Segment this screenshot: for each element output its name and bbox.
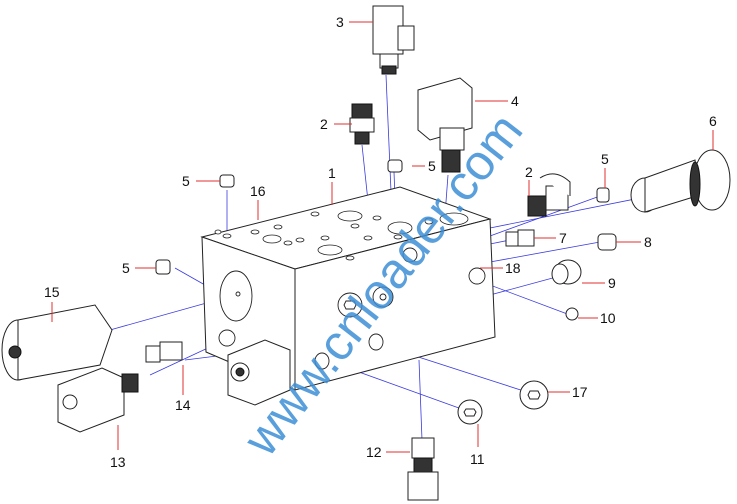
plugs-5 <box>155 159 610 275</box>
plug-17 <box>519 380 549 410</box>
callout-14: 14 <box>175 397 191 413</box>
callout-3: 3 <box>336 14 344 30</box>
callout-16: 16 <box>250 183 266 199</box>
callout-8: 8 <box>644 234 652 250</box>
fitting-7 <box>505 229 535 247</box>
fitting-14 <box>145 341 183 363</box>
leader-lines <box>51 21 714 453</box>
plug-10 <box>565 307 579 321</box>
callout-11: 11 <box>470 451 485 467</box>
callouts: 3 2 4 6 5 2 5 5 1 16 7 8 18 5 9 15 10 14… <box>44 14 717 470</box>
callout-5: 5 <box>428 158 436 174</box>
callout-10: 10 <box>600 310 616 326</box>
callout-2: 2 <box>320 116 328 132</box>
callout-13: 13 <box>110 454 126 470</box>
cartridge-valve-12 <box>407 437 439 501</box>
callout-5: 5 <box>601 151 609 167</box>
solenoid-valve-13 <box>57 367 139 433</box>
valve-15 <box>1 304 113 381</box>
callout-1: 1 <box>328 165 336 181</box>
plug-11 <box>457 399 483 425</box>
plug-9 <box>551 259 582 285</box>
callout-15: 15 <box>44 284 60 300</box>
callout-9: 9 <box>608 275 616 291</box>
callout-18: 18 <box>505 260 521 276</box>
cartridge-valve-2-top <box>349 103 375 145</box>
callout-7: 7 <box>559 230 567 246</box>
solenoid-valve-3 <box>372 5 415 75</box>
callout-6: 6 <box>709 113 717 129</box>
callout-12: 12 <box>366 444 382 460</box>
callout-17: 17 <box>572 384 588 400</box>
callout-4: 4 <box>511 93 519 109</box>
solenoid-valve-4 <box>417 77 473 173</box>
plug-8 <box>597 233 617 251</box>
solenoid-valve-front <box>227 339 291 406</box>
relief-valve-6 <box>630 149 731 213</box>
cartridge-valve-2-right <box>527 173 571 217</box>
callout-5: 5 <box>182 173 190 189</box>
callout-2: 2 <box>525 164 533 180</box>
callout-5: 5 <box>122 260 130 276</box>
